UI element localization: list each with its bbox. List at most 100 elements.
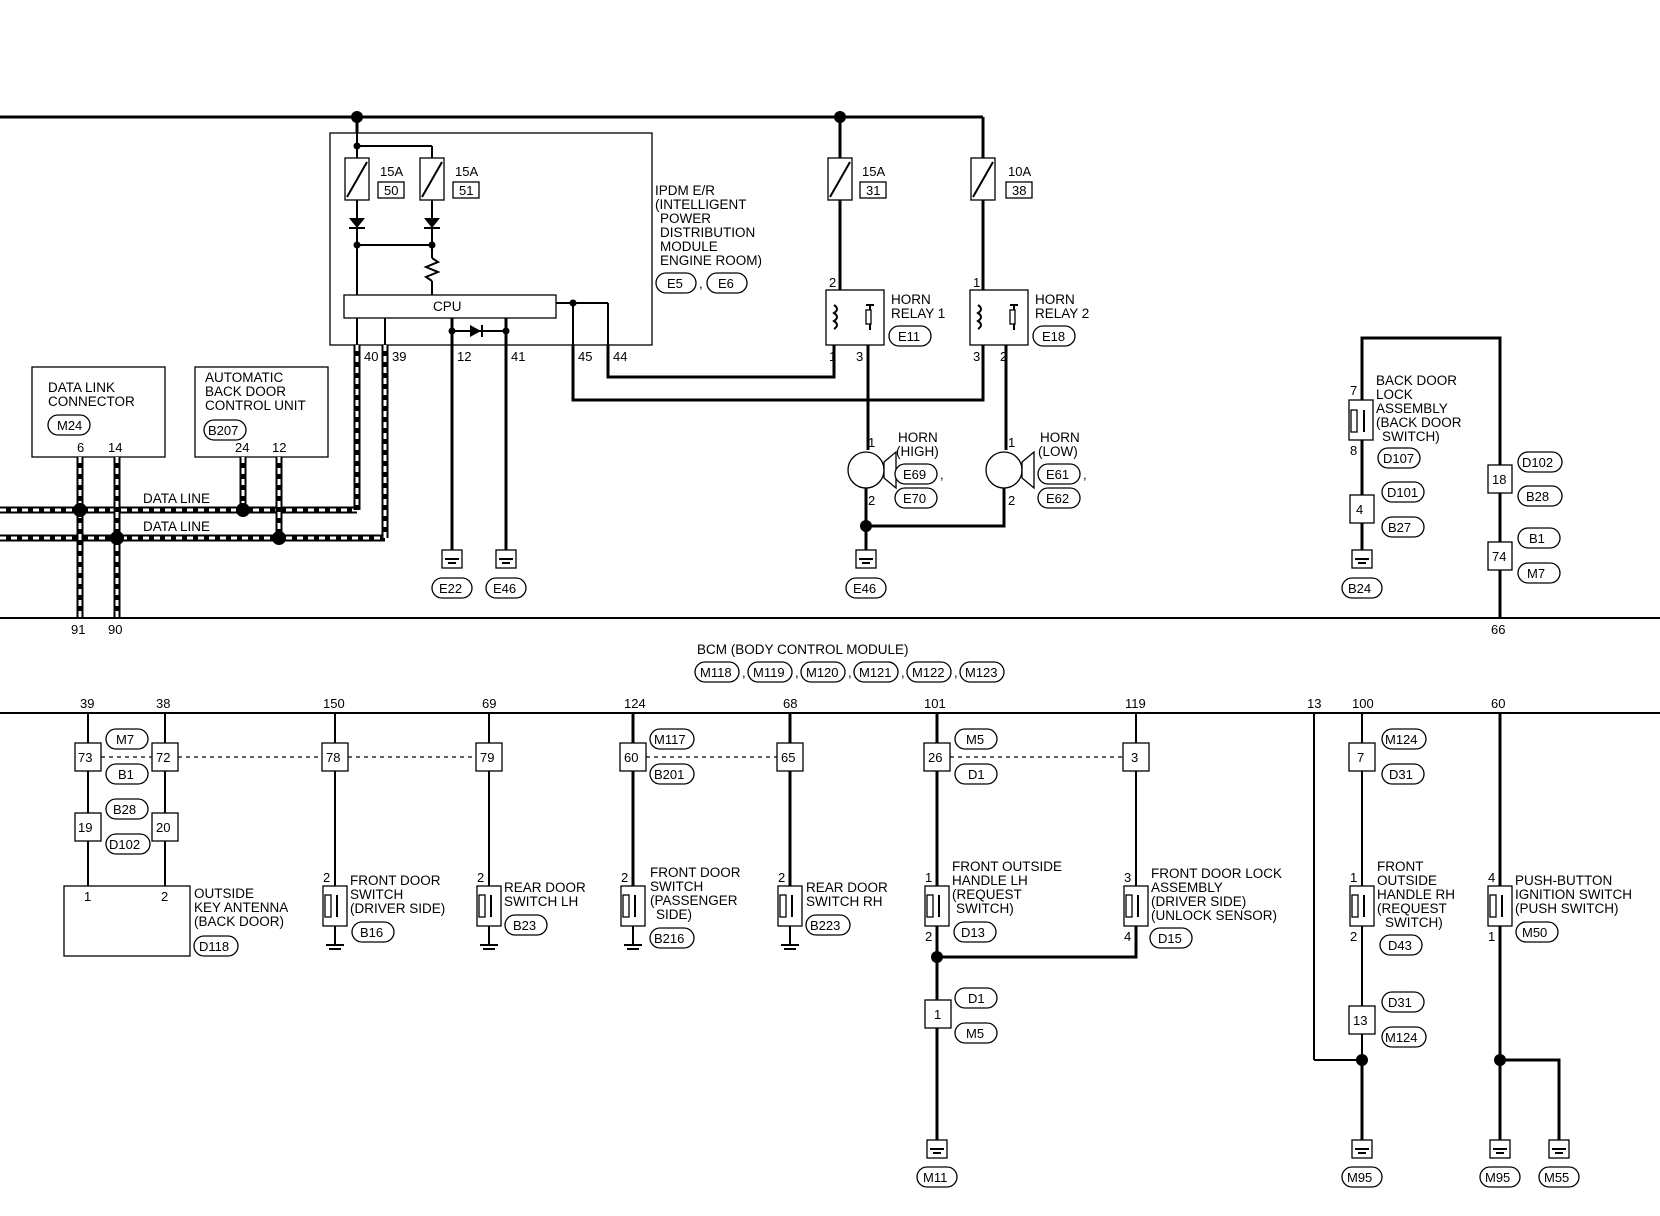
- svg-text:2: 2: [477, 870, 484, 885]
- svg-text:3: 3: [856, 349, 863, 364]
- svg-text:D107: D107: [1383, 451, 1414, 466]
- ground-m55: M55: [1538, 1139, 1580, 1188]
- horn-relay-1: 2 1 3 HORN RELAY 1 E11: [825, 275, 945, 364]
- svg-text:SWITCH): SWITCH): [1382, 429, 1440, 444]
- svg-text:PUSH-BUTTON: PUSH-BUTTON: [1515, 873, 1612, 888]
- svg-text:1: 1: [925, 870, 932, 885]
- ground-m95-a: M95: [1341, 1139, 1383, 1188]
- coil-icon: [832, 304, 838, 330]
- svg-text:4: 4: [1124, 929, 1131, 944]
- cpu-block: [343, 294, 557, 319]
- antenna-branch: 73 72 M7 B1 19 20 B28 D102 1 2 OUTSIDE K…: [63, 713, 323, 957]
- svg-text:(REQUEST: (REQUEST: [952, 887, 1022, 902]
- svg-text:(PUSH SWITCH): (PUSH SWITCH): [1515, 901, 1619, 916]
- svg-text:(INTELLIGENT: (INTELLIGENT: [655, 197, 747, 212]
- svg-text:7: 7: [1357, 750, 1364, 765]
- svg-text:,: ,: [848, 665, 852, 680]
- resistor-icon: [423, 257, 441, 282]
- svg-text:M5: M5: [966, 1026, 984, 1041]
- ground-e46: E46: [485, 549, 527, 599]
- front-outside-handle-lh: 26 M5 D1 1 2 FRONT OUTSIDE HANDLE LH (RE…: [923, 713, 1123, 944]
- svg-text:68: 68: [783, 696, 797, 711]
- svg-text:(BACK DOOR: (BACK DOOR: [1376, 415, 1462, 430]
- svg-text:B223: B223: [810, 918, 840, 933]
- horn-low: 1 2 HORN (LOW) E61 , E62: [985, 430, 1087, 509]
- svg-text:B28: B28: [1526, 489, 1549, 504]
- svg-text:66: 66: [1491, 622, 1505, 637]
- svg-text:2: 2: [1008, 493, 1015, 508]
- back-door-lock-assembly: 7 8 BACK DOOR LOCK ASSEMBLY (BACK DOOR S…: [1348, 336, 1502, 469]
- ground-m11: M11: [916, 1139, 958, 1188]
- svg-text:(HIGH): (HIGH): [896, 444, 939, 459]
- svg-text:18: 18: [1492, 472, 1506, 487]
- svg-text:2: 2: [778, 870, 785, 885]
- horn-relay-2: 1 3 2 HORN RELAY 2 E18: [969, 275, 1089, 364]
- svg-text:20: 20: [156, 820, 170, 835]
- ipdm-title: IPDM E/R (INTELLIGENT POWER DISTRIBUTION…: [655, 183, 762, 268]
- svg-text:2: 2: [1350, 929, 1357, 944]
- svg-text:M11: M11: [923, 1170, 947, 1185]
- fuse-50: [344, 157, 370, 201]
- svg-text:B27: B27: [1388, 520, 1411, 535]
- svg-text:D118: D118: [199, 939, 229, 954]
- svg-text:KEY ANTENNA: KEY ANTENNA: [194, 900, 288, 915]
- svg-text:1: 1: [1008, 435, 1015, 450]
- fuse-50-amp: 15A: [380, 164, 403, 179]
- svg-text:M7: M7: [1527, 566, 1545, 581]
- svg-text:,: ,: [742, 665, 746, 680]
- svg-text:D13: D13: [961, 925, 985, 940]
- fuse-51: [419, 157, 445, 201]
- svg-text:,: ,: [699, 276, 703, 291]
- svg-text:M50: M50: [1522, 925, 1547, 940]
- pin-12: 12: [457, 349, 471, 364]
- svg-text:73: 73: [78, 750, 92, 765]
- svg-text:FRONT: FRONT: [1377, 859, 1424, 874]
- svg-text:119: 119: [1125, 696, 1146, 711]
- data-lines: DATA LINE DATA LINE: [0, 345, 389, 618]
- svg-text:D15: D15: [1158, 931, 1182, 946]
- svg-text:4: 4: [1488, 870, 1495, 885]
- svg-text:SWITCH RH: SWITCH RH: [806, 894, 883, 909]
- pin-40: 40: [364, 349, 378, 364]
- front-door-lock-assembly: 3 3 4 FRONT DOOR LOCK ASSEMBLY (DRIVER S…: [1122, 713, 1282, 949]
- svg-text:38: 38: [1012, 183, 1026, 198]
- cpu-label: CPU: [433, 299, 462, 314]
- svg-text:OUTSIDE: OUTSIDE: [194, 886, 254, 901]
- svg-text:E11: E11: [898, 329, 920, 344]
- svg-text:79: 79: [480, 750, 494, 765]
- pin-44: 44: [613, 349, 627, 364]
- rear-door-switch-lh: 79 2 REAR DOOR SWITCH LH B23: [475, 713, 586, 950]
- svg-text:DATA LINK: DATA LINK: [48, 380, 115, 395]
- svg-text:HORN: HORN: [1035, 292, 1075, 307]
- svg-text:E18: E18: [1042, 329, 1065, 344]
- ipdm-module: 15A 50 15A 51 CPU: [329, 132, 762, 364]
- joint-4: 4 D101 B27: [1349, 481, 1425, 538]
- svg-text:78: 78: [326, 750, 340, 765]
- ipdm-outputs: [450, 345, 985, 550]
- svg-text:POWER: POWER: [660, 211, 711, 226]
- fuse-31: 15A 31: [827, 157, 887, 201]
- svg-text:B16: B16: [360, 925, 383, 940]
- svg-text:BACK DOOR: BACK DOOR: [1376, 373, 1457, 388]
- svg-text:1: 1: [1350, 870, 1357, 885]
- diode-icon: [470, 325, 481, 337]
- fuse-51-amp: 15A: [455, 164, 478, 179]
- svg-text:2: 2: [925, 929, 932, 944]
- svg-text:B1: B1: [118, 767, 134, 782]
- conn-e6: E6: [718, 276, 734, 291]
- svg-text:100: 100: [1352, 696, 1374, 711]
- svg-text:SWITCH): SWITCH): [1385, 915, 1443, 930]
- svg-text:IGNITION SWITCH: IGNITION SWITCH: [1515, 887, 1632, 902]
- svg-text:1: 1: [1488, 929, 1495, 944]
- svg-text:2: 2: [161, 889, 168, 904]
- svg-text:DISTRIBUTION: DISTRIBUTION: [660, 225, 755, 240]
- svg-text:D1: D1: [968, 991, 985, 1006]
- pin-39: 39: [392, 349, 406, 364]
- svg-text:ENGINE ROOM): ENGINE ROOM): [660, 253, 762, 268]
- svg-text:D101: D101: [1387, 485, 1418, 500]
- svg-text:CONTROL UNIT: CONTROL UNIT: [205, 398, 306, 413]
- svg-text:7: 7: [1350, 383, 1357, 398]
- svg-text:E61: E61: [1046, 467, 1069, 482]
- conn-e5: E5: [667, 276, 683, 291]
- svg-text:SWITCH LH: SWITCH LH: [504, 894, 578, 909]
